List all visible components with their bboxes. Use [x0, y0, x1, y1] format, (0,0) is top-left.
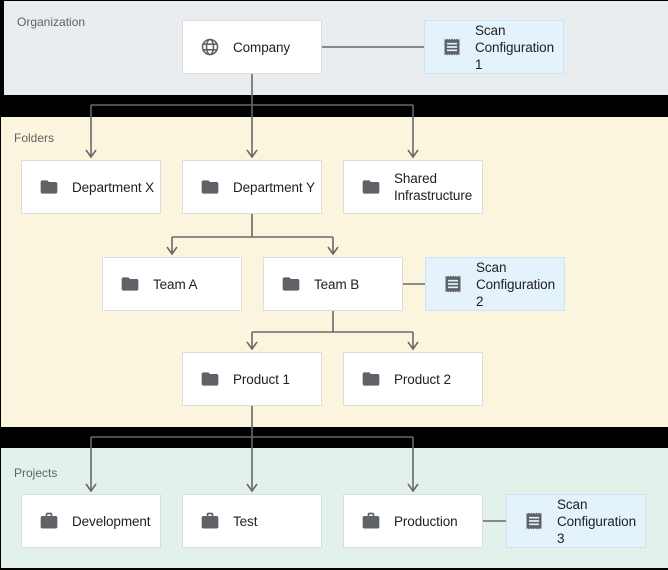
- node-scan-configuration-3-label: Scan Configuration 3: [557, 496, 637, 546]
- node-team-b-label: Team B: [314, 276, 360, 292]
- node-team-a: Team A: [102, 257, 242, 311]
- scan-config-icon: [524, 511, 544, 531]
- folder-icon: [361, 177, 381, 197]
- node-production-label: Production: [394, 513, 458, 529]
- node-team-a-label: Team A: [153, 276, 198, 292]
- node-team-b: Team B: [263, 257, 403, 311]
- folder-icon: [281, 274, 301, 294]
- node-test: Test: [182, 494, 322, 548]
- folders-section-label: Folders: [14, 131, 55, 145]
- node-scan-configuration-1-label: Scan Configuration 1: [475, 22, 555, 72]
- divider-band-bottom: [0, 427, 668, 448]
- node-scan-configuration-2: Scan Configuration 2: [425, 257, 565, 311]
- node-company-label: Company: [233, 39, 291, 55]
- briefcase-icon: [361, 511, 381, 531]
- node-department-x-label: Department X: [72, 179, 155, 195]
- globe-icon: [200, 37, 220, 57]
- node-department-y-label: Department Y: [233, 179, 315, 195]
- folder-icon: [39, 177, 59, 197]
- node-company: Company: [182, 20, 322, 74]
- scan-config-icon: [443, 274, 463, 294]
- node-product-2: Product 2: [343, 352, 483, 406]
- projects-section-label: Projects: [14, 466, 58, 480]
- organization-section-label: Organization: [17, 15, 86, 29]
- node-shared-infrastructure: Shared Infrastructure: [343, 160, 483, 214]
- node-product-1: Product 1: [182, 352, 322, 406]
- node-product-1-label: Product 1: [233, 371, 290, 387]
- node-development-label: Development: [72, 513, 151, 529]
- node-test-label: Test: [233, 513, 258, 529]
- node-production: Production: [343, 494, 483, 548]
- folder-icon: [120, 274, 140, 294]
- folder-icon: [361, 369, 381, 389]
- node-department-y: Department Y: [182, 160, 322, 214]
- node-shared-infrastructure-label: Shared Infrastructure: [394, 171, 473, 203]
- folder-icon: [200, 369, 220, 389]
- node-scan-configuration-2-label: Scan Configuration 2: [476, 259, 556, 309]
- briefcase-icon: [39, 511, 59, 531]
- folder-icon: [200, 177, 220, 197]
- node-scan-configuration-1: Scan Configuration 1: [424, 20, 564, 74]
- scan-config-icon: [442, 37, 462, 57]
- briefcase-icon: [200, 511, 220, 531]
- node-scan-configuration-3: Scan Configuration 3: [506, 494, 646, 548]
- node-development: Development: [21, 494, 161, 548]
- node-product-2-label: Product 2: [394, 371, 451, 387]
- node-department-x: Department X: [21, 160, 161, 214]
- organization-section: Organization: [4, 1, 668, 95]
- divider-band-top: [0, 95, 668, 117]
